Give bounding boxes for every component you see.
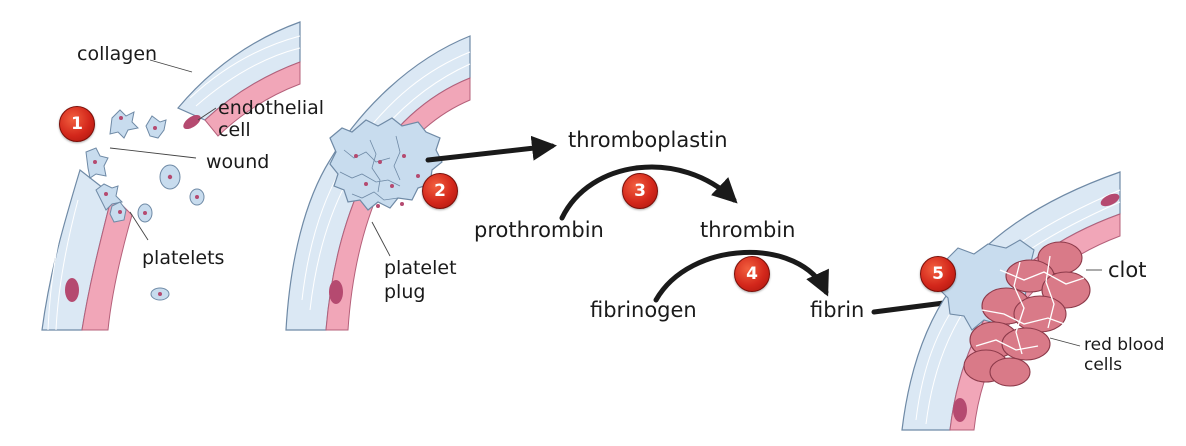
endothelial-nucleus bbox=[953, 398, 967, 422]
fibrin-mesh bbox=[975, 255, 1085, 355]
panel-wound bbox=[41, 21, 301, 331]
label-fibrin: fibrin bbox=[810, 298, 865, 322]
step-badge-5: 5 bbox=[920, 256, 956, 292]
panel-clot bbox=[901, 171, 1121, 431]
endothelial-nucleus bbox=[329, 280, 343, 304]
endothelial-nucleus bbox=[1100, 193, 1120, 207]
panel-platelet-plug bbox=[285, 35, 471, 331]
step-badge-3: 3 bbox=[622, 173, 658, 209]
label-prothrombin: prothrombin bbox=[474, 218, 604, 242]
label-plug: plug bbox=[384, 281, 426, 303]
endothelium-upper bbox=[204, 61, 301, 137]
platelet bbox=[95, 183, 124, 211]
step-badge-2: 2 bbox=[422, 173, 458, 209]
arrow-fibrinogen-to-fibrin bbox=[653, 250, 829, 303]
label-fibrinogen: fibrinogen bbox=[590, 298, 697, 322]
arrow-prothrombin-to-thrombin bbox=[559, 164, 738, 221]
endothelium-lower bbox=[81, 194, 133, 331]
label-thrombin: thrombin bbox=[700, 218, 796, 242]
label-wound: wound bbox=[206, 151, 270, 173]
endothelial-nucleus bbox=[183, 114, 201, 130]
label-collagen: collagen bbox=[77, 43, 158, 65]
step-badge-4: 4 bbox=[734, 256, 770, 292]
label-cells: cells bbox=[1084, 355, 1123, 375]
platelet bbox=[85, 147, 109, 179]
label-platelets: platelets bbox=[142, 247, 225, 269]
label-platelet: platelet bbox=[384, 257, 457, 279]
platelet bbox=[109, 109, 140, 139]
label-clot: clot bbox=[1108, 258, 1147, 282]
endothelial-nucleus bbox=[65, 278, 79, 302]
label-endothelial: endothelial bbox=[218, 97, 325, 119]
label-cell: cell bbox=[218, 119, 251, 141]
arrow-plug-to-thromboplastin bbox=[425, 135, 557, 163]
step-badge-1: 1 bbox=[59, 106, 95, 142]
label-red-blood: red blood bbox=[1084, 335, 1165, 355]
label-thromboplastin: thromboplastin bbox=[568, 128, 728, 152]
